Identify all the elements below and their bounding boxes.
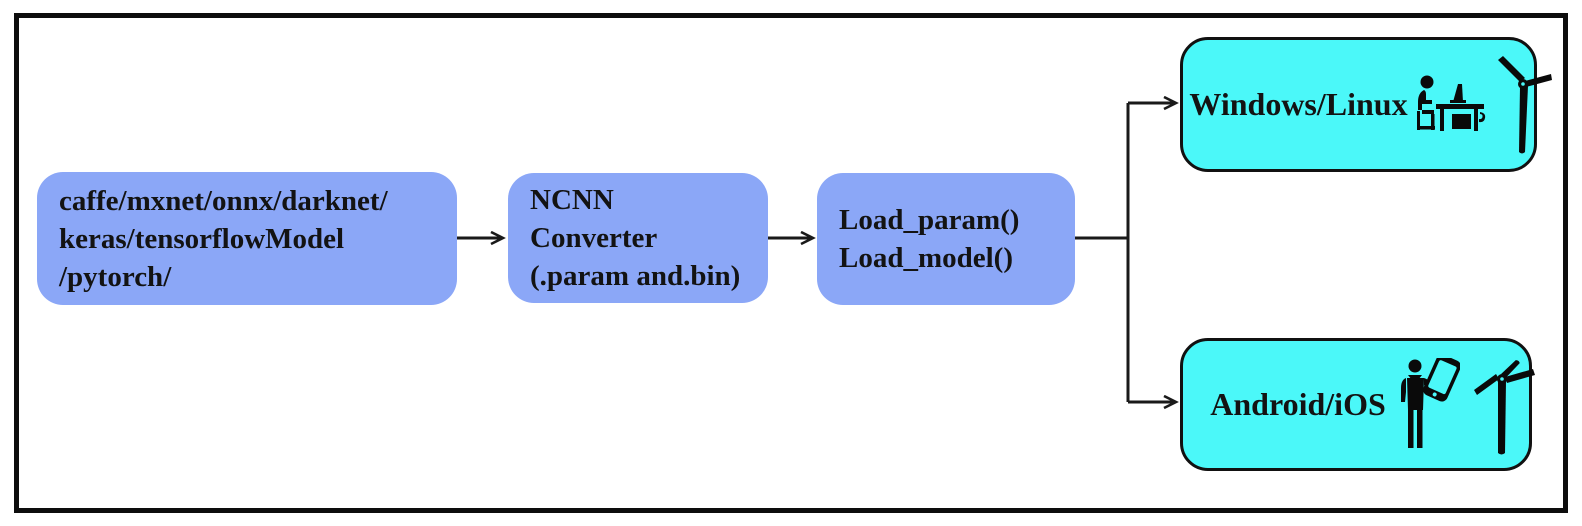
node-model-sources-line3: /pytorch/ — [59, 260, 172, 293]
wind-turbine-icon — [1473, 359, 1535, 454]
node-windows-linux: Windows/Linux — [1180, 37, 1552, 172]
node-android-ios: Android/iOS — [1180, 338, 1535, 471]
windows-linux-icons — [1414, 54, 1552, 156]
desk-worker-icon — [1416, 75, 1485, 131]
node-android-ios-label: Android/iOS — [1210, 386, 1386, 422]
node-ncnn-converter-line3: (.param and.bin) — [530, 260, 741, 292]
node-model-sources-line1: caffe/mxnet/onnx/darknet/ — [59, 184, 388, 217]
node-load-api: Load_param() Load_model() — [817, 173, 1075, 305]
node-windows-linux-label: Windows/Linux — [1189, 86, 1408, 122]
node-model-sources-line2: keras/tensorflowModel — [59, 222, 345, 255]
wind-turbine-icon — [1497, 55, 1552, 153]
node-load-api-line1: Load_param() — [839, 204, 1020, 236]
node-model-sources: caffe/mxnet/onnx/darknet/ keras/tensorfl… — [37, 172, 457, 305]
android-ios-icons — [1398, 353, 1536, 457]
node-ncnn-converter-line2: Converter — [530, 222, 658, 254]
node-ncnn-converter: NCNN Converter (.param and.bin) — [508, 173, 768, 303]
node-ncnn-converter-line1: NCNN — [530, 184, 614, 216]
node-load-api-line2: Load_model() — [839, 242, 1013, 274]
phone-user-icon — [1400, 357, 1460, 448]
